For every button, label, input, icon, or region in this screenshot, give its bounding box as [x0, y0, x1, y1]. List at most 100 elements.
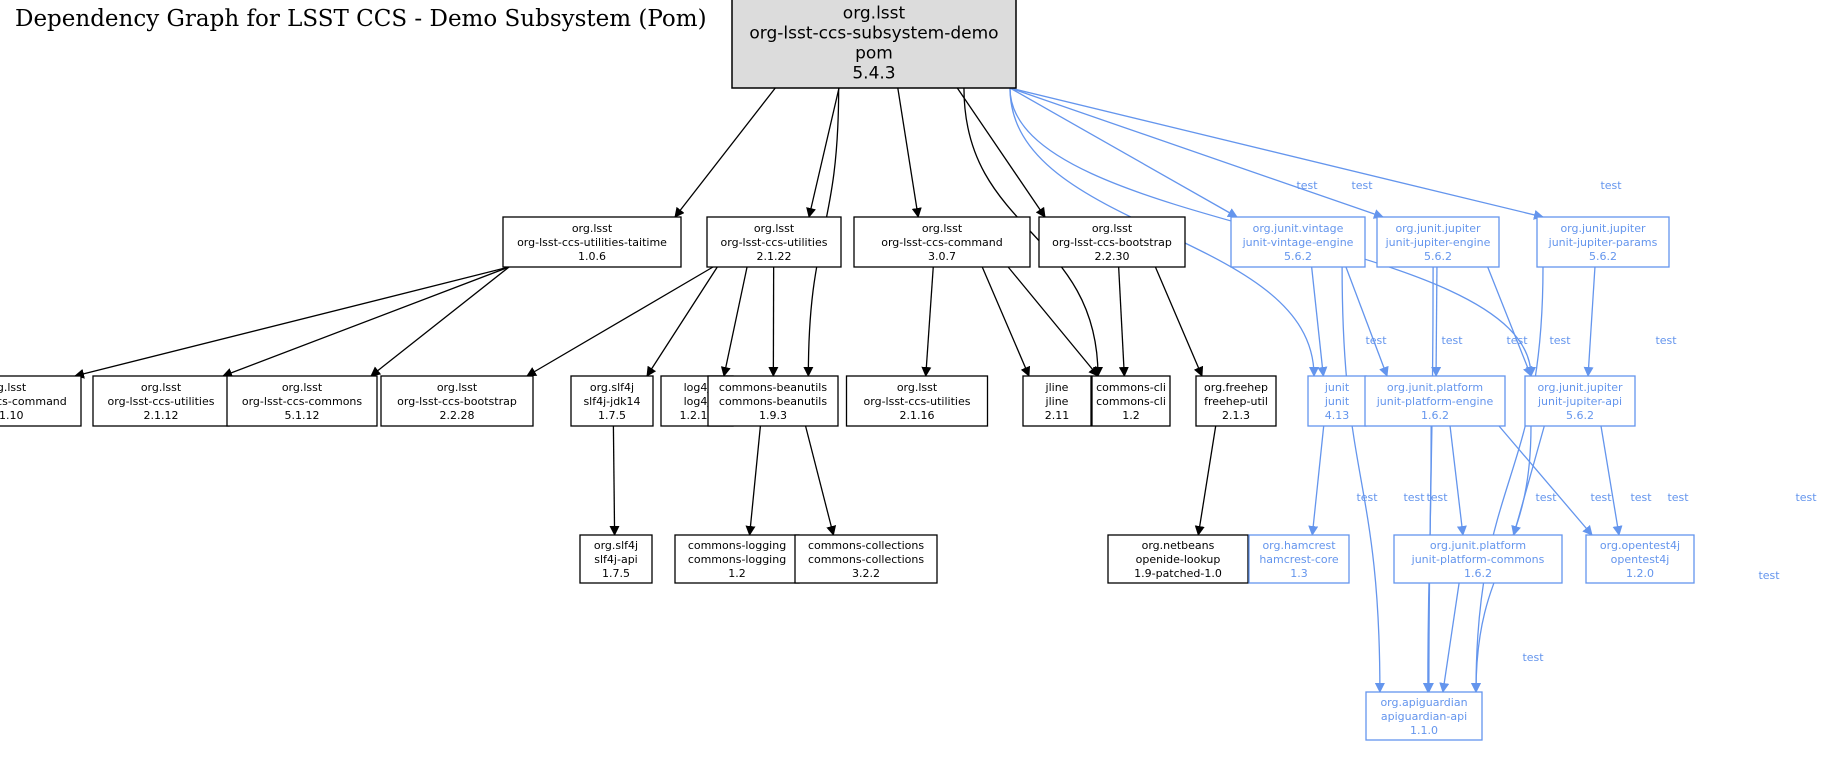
node-label-line: 1.9-patched-1.0	[1134, 567, 1222, 580]
node-label-line: pom	[855, 44, 893, 64]
edge-scope-label: test	[1630, 491, 1652, 504]
node-label-line: 1.3	[1290, 567, 1308, 580]
edge-root-to-bootstrap2230	[956, 87, 1046, 218]
node-box	[570, 375, 654, 427]
node-label-line: 2.1.16	[900, 409, 935, 422]
edge-jupengine-to-platengine	[1431, 266, 1442, 377]
node-box	[1524, 375, 1636, 427]
edge-command307-to-cli	[1007, 266, 1099, 377]
node-label-line: 2.1.22	[757, 250, 792, 263]
node-box	[92, 375, 230, 427]
node-box	[1107, 534, 1249, 584]
edge-vintage-to-platengine	[1345, 266, 1389, 377]
node-label-line: org-lsst-ccs-bootstrap	[1052, 236, 1172, 249]
edge-jupengine-to-jupapi	[1487, 266, 1533, 377]
node-platengine: org.junit.platformjunit-platform-engine1…	[1364, 375, 1506, 427]
node-label-line: org-lsst-ccs-command	[881, 236, 1003, 249]
node-label-line: org.lsst	[754, 222, 795, 235]
node-label-line: org.freehep	[1204, 381, 1268, 394]
edge-bootstrap2230-to-freehep	[1154, 266, 1204, 377]
node-label-line: org-lsst-ccs-utilities	[108, 395, 215, 408]
node-label-line: 5.6.2	[1284, 250, 1312, 263]
node-label-line: 1.2	[728, 567, 746, 580]
node-label-line: log4j	[684, 395, 711, 408]
node-label-line: 5.6.2	[1566, 409, 1594, 422]
node-jupparams: org.junit.jupiterjunit-jupiter-params5.6…	[1536, 216, 1670, 268]
node-label-line: org.apiguardian	[1380, 696, 1467, 709]
edge-jupparams-to-jupapi	[1583, 266, 1596, 377]
node-platcommons: org.junit.platformjunit-platform-commons…	[1393, 534, 1563, 584]
edge-scope-label: test	[1655, 334, 1677, 347]
node-label-line: org-lsst-ccs-utilities-taitime	[517, 236, 667, 249]
edge-scope-label: test	[1549, 334, 1571, 347]
node-label-line: junit-platform-engine	[1376, 395, 1494, 408]
edge-scope-label: test	[1600, 179, 1622, 192]
edge-scope-label: test	[1758, 569, 1780, 582]
node-label-line: 2.1.12	[144, 409, 179, 422]
node-label-line: 1.6.2	[1421, 409, 1449, 422]
edge-root-to-command307	[897, 87, 922, 218]
node-openide: org.netbeansopenide-lookup1.9-patched-1.…	[1107, 534, 1249, 584]
edge-taitime-to-util2112	[222, 266, 510, 378]
edge-root-to-util2122	[806, 87, 840, 218]
node-label-line: 5.6.2	[1589, 250, 1617, 263]
edge-util2122-to-log4j	[720, 266, 748, 377]
node-label-line: junit	[1324, 395, 1350, 408]
edge-beanutils-to-collections	[804, 425, 837, 536]
node-label-line: opentest4j	[1611, 553, 1670, 566]
node-label-line: org.junit.platform	[1430, 539, 1526, 552]
node-label-line: commons-logging	[688, 539, 786, 552]
edge-root-to-jupparams	[1009, 87, 1544, 220]
node-label-line: org.slf4j	[594, 539, 638, 552]
node-label-line: 1.6.2	[1464, 567, 1492, 580]
node-label-line: jline	[1045, 395, 1069, 408]
node-label-line: junit-jupiter-params	[1548, 236, 1658, 249]
node-root: org.lsstorg-lsst-ccs-subsystem-demopom5.…	[731, 0, 1017, 89]
node-box	[1393, 534, 1563, 584]
node-box	[1364, 375, 1506, 427]
node-label-line: 3.0.7	[928, 250, 956, 263]
node-label-line: slf4j-jdk14	[583, 395, 640, 408]
node-label-line: 1.7.5	[602, 567, 630, 580]
node-box	[674, 534, 800, 584]
node-label-line: junit-platform-commons	[1411, 553, 1545, 566]
edge-jupparams-to-apiguardian	[1471, 266, 1544, 693]
node-label-line: junit-jupiter-api	[1537, 395, 1622, 408]
edge-root-to-vintage	[1009, 87, 1238, 218]
node-label-line: 1.2.0	[1626, 567, 1654, 580]
node-label-line: org.lsst	[922, 222, 963, 235]
node-label-line: freehep-util	[1204, 395, 1268, 408]
node-label-line: org.lsst	[897, 381, 938, 394]
node-label-line: org.lsst	[1092, 222, 1133, 235]
node-label-line: org-lsst-ccs-subsystem-demo	[749, 24, 998, 44]
node-box	[853, 216, 1031, 268]
node-label-line: commons-collections	[808, 553, 924, 566]
node-label-line: org.netbeans	[1142, 539, 1215, 552]
node-label-line: org.lsst	[141, 381, 182, 394]
node-label-line: org-lsst-ccs-utilities	[721, 236, 828, 249]
node-label-line: 3.2.2	[852, 567, 880, 580]
node-box	[1022, 375, 1092, 427]
edge-scope-label: test	[1426, 491, 1448, 504]
node-label-line: commons-cli	[1096, 381, 1166, 394]
node-box	[1038, 216, 1186, 268]
edge-root-to-taitime	[674, 87, 776, 218]
node-label-line: org.lsst	[282, 381, 323, 394]
node-label-line: org.opentest4j	[1600, 539, 1680, 552]
node-box	[1248, 534, 1350, 584]
edge-jupapi-to-opentest4j	[1600, 425, 1623, 536]
node-label-line: org-lsst-ccs-command	[0, 395, 67, 408]
edge-scope-label: test	[1351, 179, 1373, 192]
